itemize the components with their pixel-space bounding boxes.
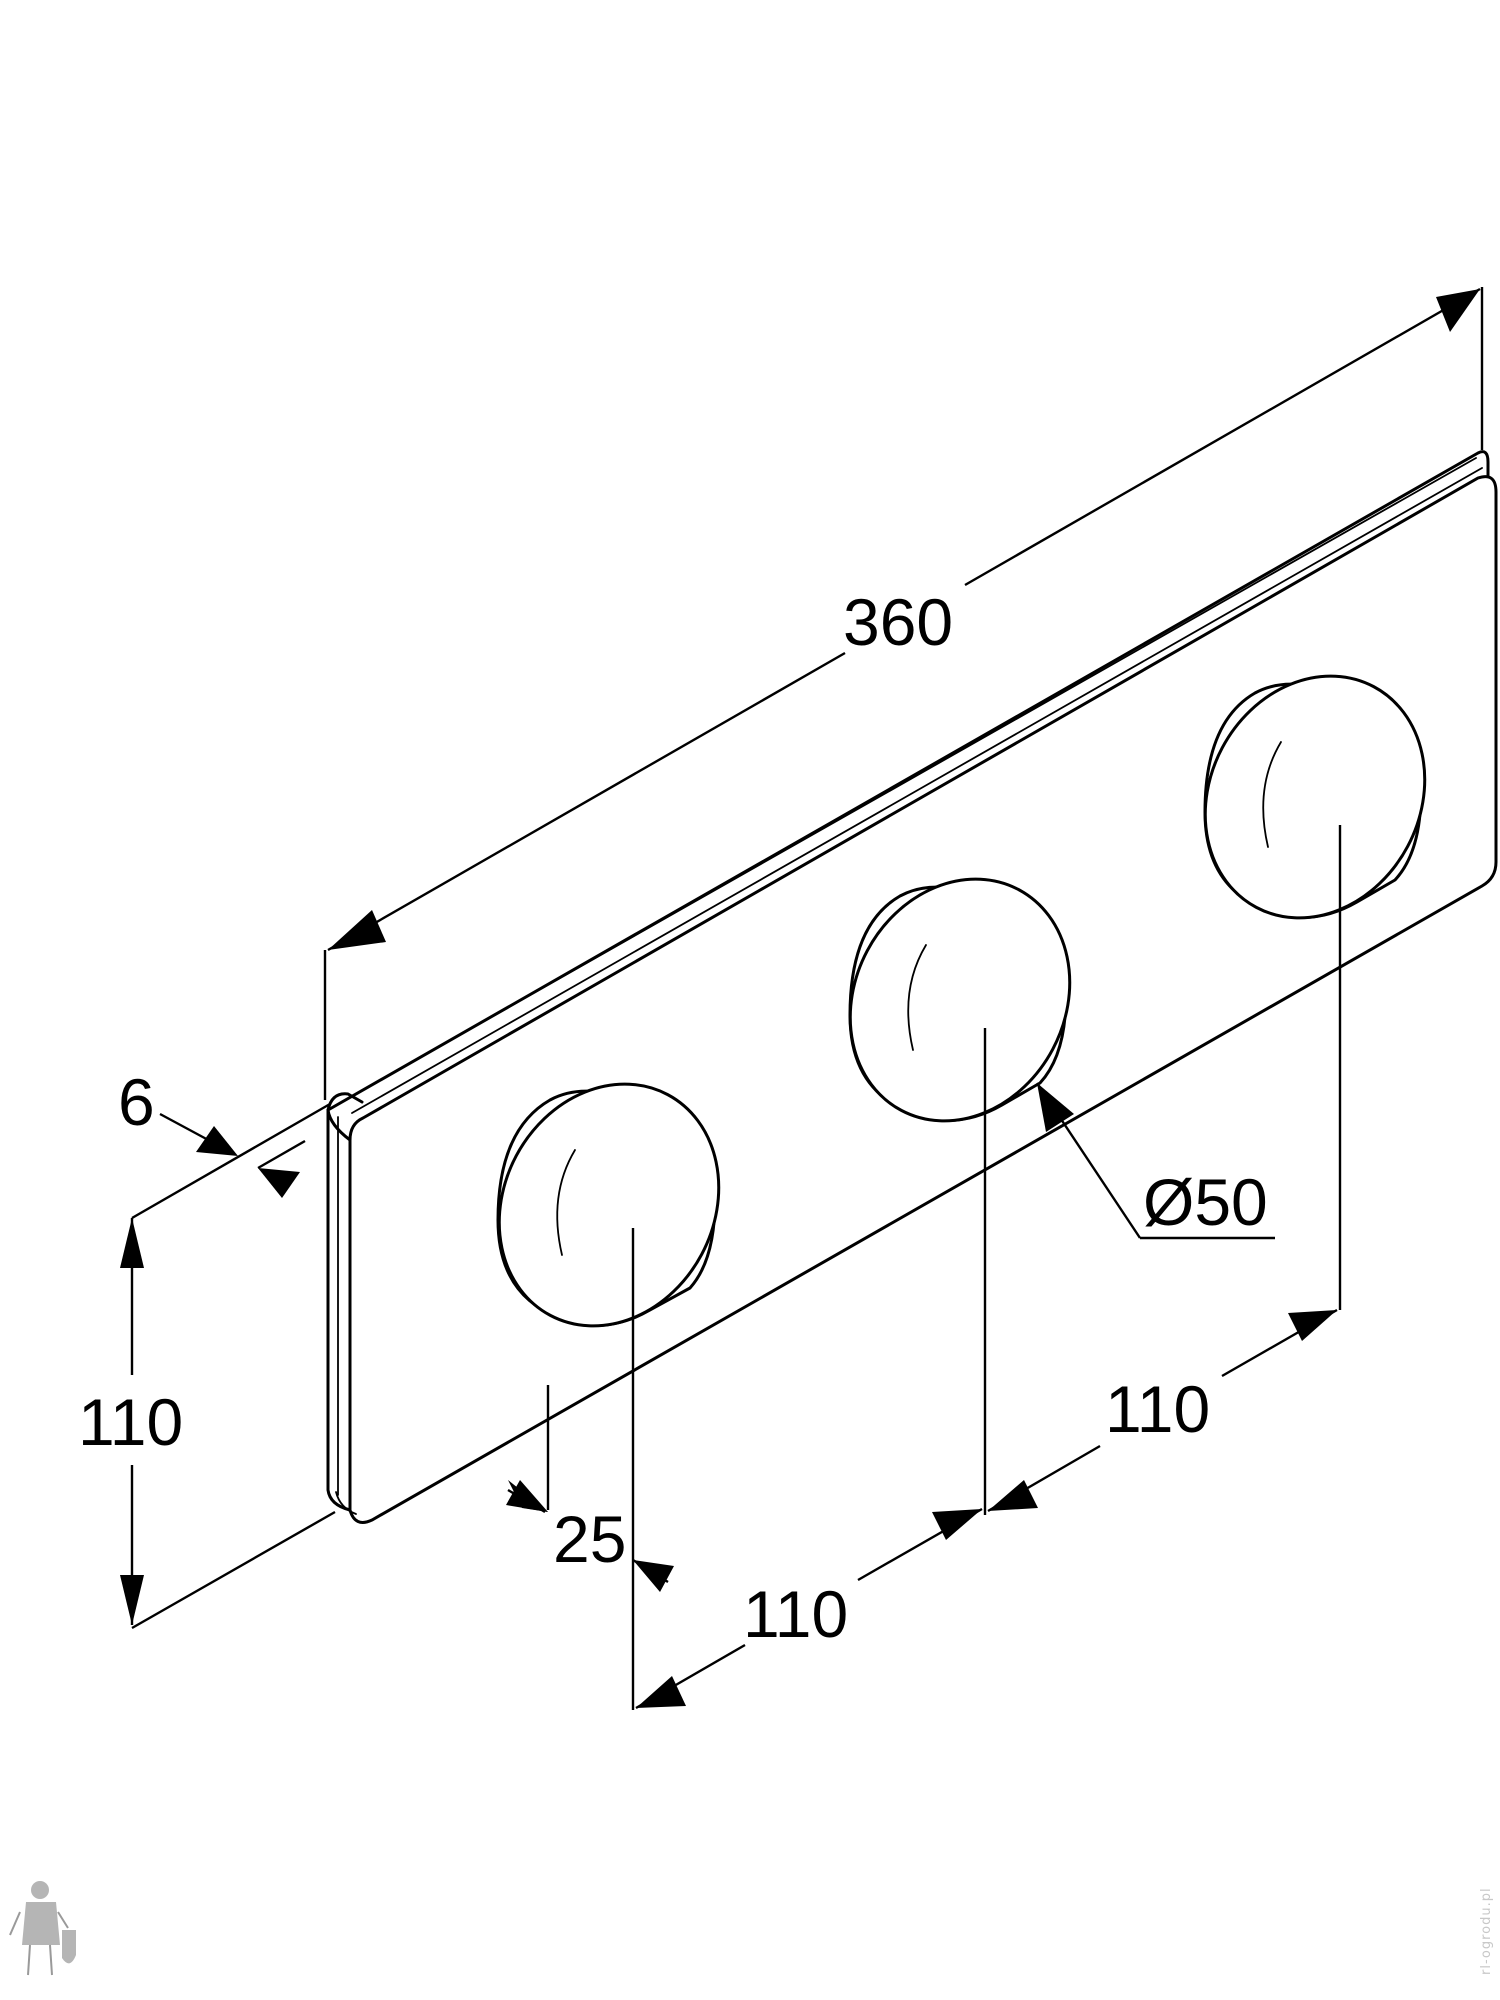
plumber-logo bbox=[9, 1881, 76, 1976]
dimension-label-knob-depth: 25 bbox=[553, 1502, 626, 1576]
dimension-spacing-first: 110 bbox=[635, 1507, 983, 1710]
knob-middle bbox=[848, 877, 1072, 1123]
dimension-label-spacing-second: 110 bbox=[1105, 1372, 1210, 1446]
arrow-head bbox=[120, 1218, 144, 1268]
knob-left bbox=[496, 1082, 721, 1328]
arrow-head bbox=[506, 1480, 548, 1512]
dimension-label-thickness: 6 bbox=[118, 1065, 155, 1139]
arrow-head bbox=[196, 1126, 238, 1156]
arrow-head bbox=[1436, 289, 1480, 332]
knob-right bbox=[1203, 674, 1427, 920]
dimension-knob-depth: 25 bbox=[506, 1480, 674, 1592]
arrow-head bbox=[988, 1480, 1038, 1511]
dimension-label-diameter: Ø50 bbox=[1143, 1165, 1268, 1239]
arrow-head bbox=[120, 1575, 144, 1625]
arrow-head bbox=[258, 1168, 300, 1198]
dimension-length: 360 bbox=[323, 287, 1484, 1100]
dimension-diameter: Ø50 bbox=[1036, 1082, 1275, 1240]
arrow-head bbox=[1288, 1310, 1337, 1341]
arrow-head bbox=[932, 1509, 982, 1540]
arrow-head bbox=[633, 1560, 674, 1592]
dimension-label-height: 110 bbox=[78, 1385, 183, 1459]
dimension-thickness: 6 bbox=[118, 1065, 331, 1220]
dimension-label-spacing-first: 110 bbox=[743, 1577, 848, 1651]
arrow-head bbox=[636, 1676, 686, 1708]
dimension-height: 110 bbox=[78, 1218, 336, 1630]
arrow-head bbox=[328, 910, 386, 950]
dimension-label-length: 360 bbox=[843, 585, 953, 659]
knob-centerlines bbox=[546, 825, 1342, 1710]
arrow-head bbox=[1037, 1083, 1074, 1132]
dimension-spacing-second: 110 bbox=[987, 1308, 1338, 1513]
watermark-text: rl-ogrodu.pl bbox=[1479, 1887, 1494, 1975]
